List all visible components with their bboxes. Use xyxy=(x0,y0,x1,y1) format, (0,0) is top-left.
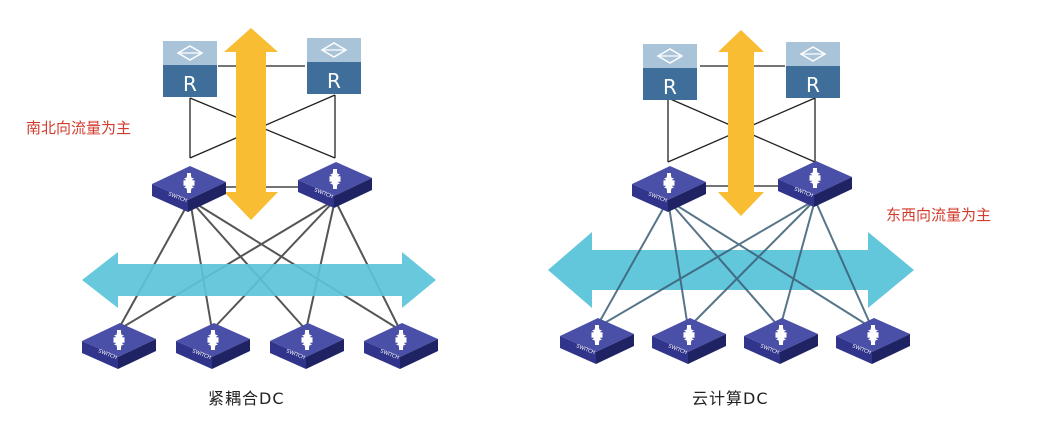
right-access-switch-3 xyxy=(744,318,818,364)
left-traffic-label: 南北向流量为主 xyxy=(26,119,132,137)
left-access-switch-3 xyxy=(270,323,344,369)
right-access-switch-4 xyxy=(836,318,910,364)
right-router-2 xyxy=(786,42,840,98)
right-access-switch-1 xyxy=(560,318,634,364)
right-access-switch-2 xyxy=(652,318,726,364)
right-diagram-caption: 云计算DC xyxy=(692,389,769,408)
left-diagram xyxy=(82,28,438,369)
right-agg-switch-2 xyxy=(778,161,852,207)
right-diagram xyxy=(548,30,914,364)
left-router-2 xyxy=(307,38,361,94)
left-access-switch-1 xyxy=(82,323,156,369)
right-north-south-arrow xyxy=(718,30,764,216)
left-agg-switch-1 xyxy=(152,166,226,212)
right-traffic-label: 东西向流量为主 xyxy=(886,206,992,224)
left-access-switch-4 xyxy=(364,323,438,369)
right-router-1 xyxy=(643,44,697,100)
right-agg-switch-1 xyxy=(632,166,706,212)
left-access-switch-2 xyxy=(176,323,250,369)
left-north-south-arrow xyxy=(224,28,278,220)
left-diagram-caption: 紧耦合DC xyxy=(208,389,285,408)
left-agg-switch-2 xyxy=(298,162,372,208)
left-router-1 xyxy=(163,41,217,97)
left-east-west-arrow xyxy=(82,252,436,308)
